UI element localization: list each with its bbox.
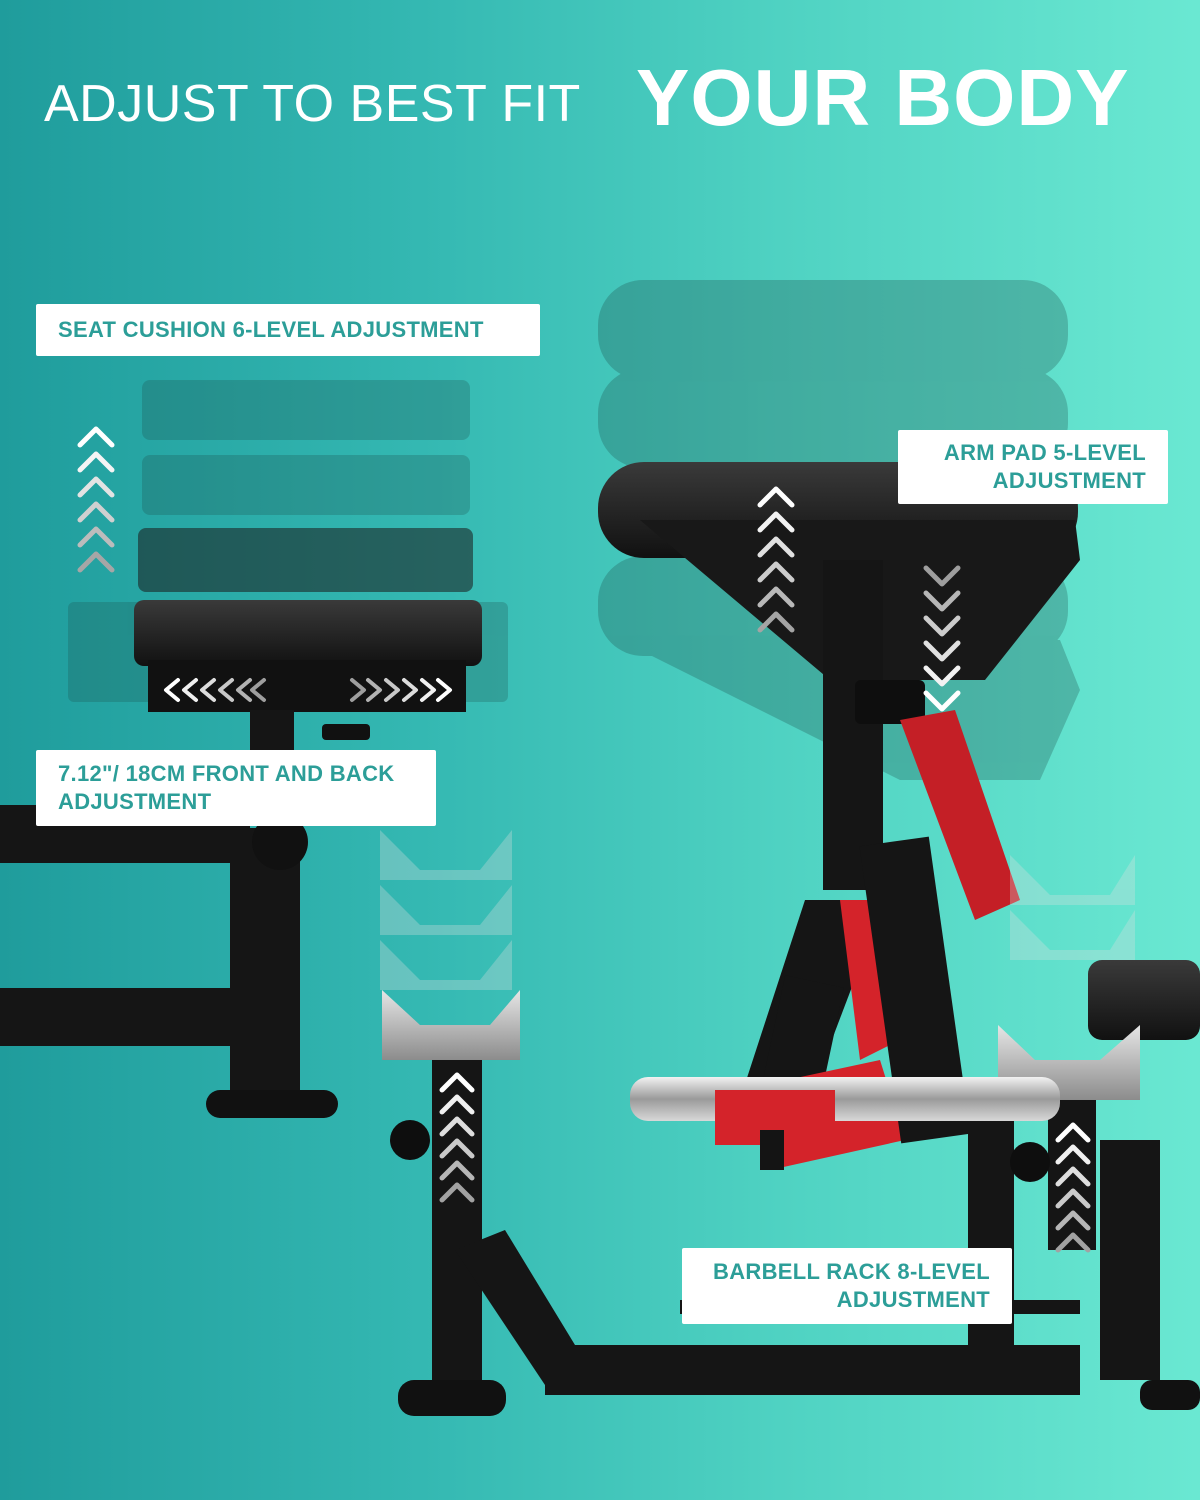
arm-pad-down-arrows (923, 565, 961, 712)
front-back-label-line-1: 7.12"/ 18CM FRONT AND BACK (58, 761, 395, 786)
barbell (630, 1077, 1060, 1170)
headline: ADJUST TO BEST FIT YOUR BODY (44, 52, 1174, 152)
left-rack-up-arrows (439, 1072, 475, 1203)
arm-pad-label: ARM PAD 5-LEVEL ADJUSTMENT (898, 430, 1168, 504)
left-barbell-rack (380, 830, 520, 1416)
front-back-label: 7.12"/ 18CM FRONT AND BACK ADJUSTMENT (36, 750, 436, 826)
seat-up-arrows (77, 426, 115, 573)
barbell-rack-label: BARBELL RACK 8-LEVEL ADJUSTMENT (682, 1248, 1012, 1324)
barbell-rack-label-line-1: BARBELL RACK 8-LEVEL (713, 1259, 990, 1284)
barbell-rack-label-line-2: ADJUSTMENT (836, 1287, 990, 1312)
front-back-label-line-2: ADJUSTMENT (58, 789, 212, 814)
arm-pad-label-line-1: ARM PAD 5-LEVEL (943, 440, 1146, 465)
seat-cushion-label-text: SEAT CUSHION 6-LEVEL ADJUSTMENT (58, 317, 484, 342)
right-rack-up-arrows (1055, 1122, 1091, 1253)
seat-cushion-label: SEAT CUSHION 6-LEVEL ADJUSTMENT (36, 304, 540, 356)
main-frame (730, 560, 1020, 1170)
seat-forward-arrows (350, 678, 452, 702)
headline-light-text: ADJUST TO BEST FIT (44, 75, 581, 133)
seat-cushion (134, 528, 482, 770)
right-barbell-rack (998, 855, 1200, 1250)
arm-pad-up-arrows (757, 486, 795, 633)
headline-bold-text: YOUR BODY (636, 53, 1130, 142)
arm-pad-label-line-2: ADJUSTMENT (992, 468, 1146, 493)
seat-frame (0, 805, 338, 1118)
seat-back-arrows (164, 678, 266, 702)
